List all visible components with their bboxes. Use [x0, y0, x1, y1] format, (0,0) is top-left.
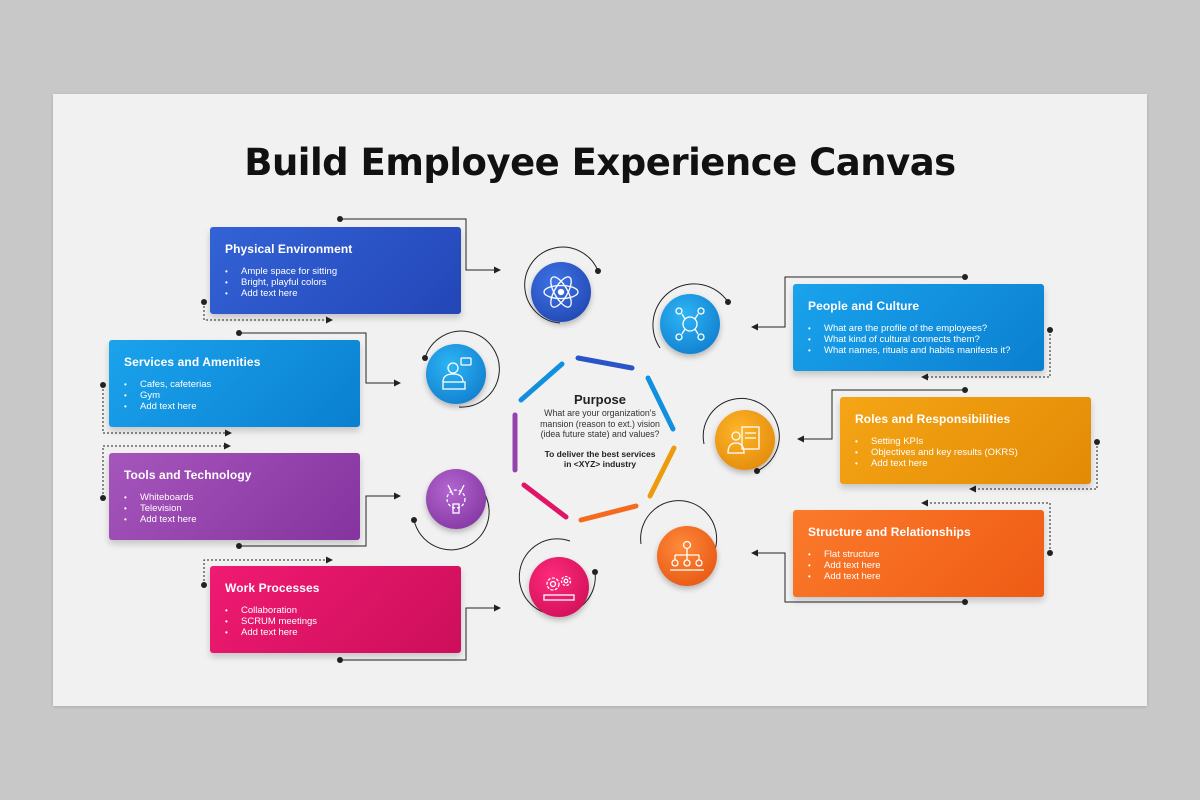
card-item: Add text here [124, 401, 360, 412]
card-item: Add text here [225, 288, 461, 299]
card-title: Work Processes [225, 581, 320, 595]
card-work-processes: Work Processes Collaboration SCRUM meeti… [210, 566, 461, 653]
card-physical-environment: Physical Environment Ample space for sit… [210, 227, 461, 314]
card-item: Setting KPIs [855, 436, 1091, 447]
card-item: What are the profile of the employees? [808, 323, 1044, 334]
card-item: SCRUM meetings [225, 616, 461, 627]
card-services-and-amenities: Services and Amenities Cafes, cafeterias… [109, 340, 360, 427]
card-roles-and-responsibilities: Roles and Responsibilities Setting KPIs … [840, 397, 1091, 484]
support-agent-icon [426, 344, 486, 404]
atom-icon [531, 262, 591, 322]
purpose-statement: To deliver the best services in <XYZ> in… [544, 448, 656, 469]
card-title: Structure and Relationships [808, 525, 971, 539]
card-title: Tools and Technology [124, 468, 252, 482]
card-item: What names, rituals and habits manifests… [808, 345, 1044, 356]
card-item: Television [124, 503, 360, 514]
card-tools-and-technology: Tools and Technology Whiteboards Televis… [109, 453, 360, 540]
card-title: People and Culture [808, 299, 920, 313]
card-item: Cafes, cafeterias [124, 379, 360, 390]
purpose-title: Purpose [573, 392, 626, 407]
card-item: Add text here [855, 458, 1091, 469]
org-structure-icon [657, 526, 717, 586]
employee-board-icon [715, 410, 775, 470]
card-item: Bright, playful colors [225, 277, 461, 288]
card-title: Physical Environment [225, 242, 353, 256]
card-title: Roles and Responsibilities [855, 412, 1011, 426]
card-item: Add text here [124, 514, 360, 525]
gears-icon [529, 557, 589, 617]
card-title: Services and Amenities [124, 355, 261, 369]
people-network-icon [660, 294, 720, 354]
purpose-question: What are your organization's mansion (re… [540, 408, 660, 439]
purpose-center: Purpose What are your organization's man… [535, 392, 665, 469]
tools-icon [426, 469, 486, 529]
card-item: Add text here [808, 560, 1044, 571]
card-item: Gym [124, 390, 360, 401]
card-item: Collaboration [225, 605, 461, 616]
card-item: Add text here [225, 627, 461, 638]
card-people-and-culture: People and Culture What are the profile … [793, 284, 1044, 371]
card-item: Ample space for sitting [225, 266, 461, 277]
card-item: Flat structure [808, 549, 1044, 560]
page-title: Build Employee Experience Canvas [244, 141, 956, 184]
card-structure-and-relationships: Structure and Relationships Flat structu… [793, 510, 1044, 597]
card-item: Whiteboards [124, 492, 360, 503]
card-item: Add text here [808, 571, 1044, 582]
card-item: What kind of cultural connects them? [808, 334, 1044, 345]
card-item: Objectives and key results (OKRS) [855, 447, 1091, 458]
